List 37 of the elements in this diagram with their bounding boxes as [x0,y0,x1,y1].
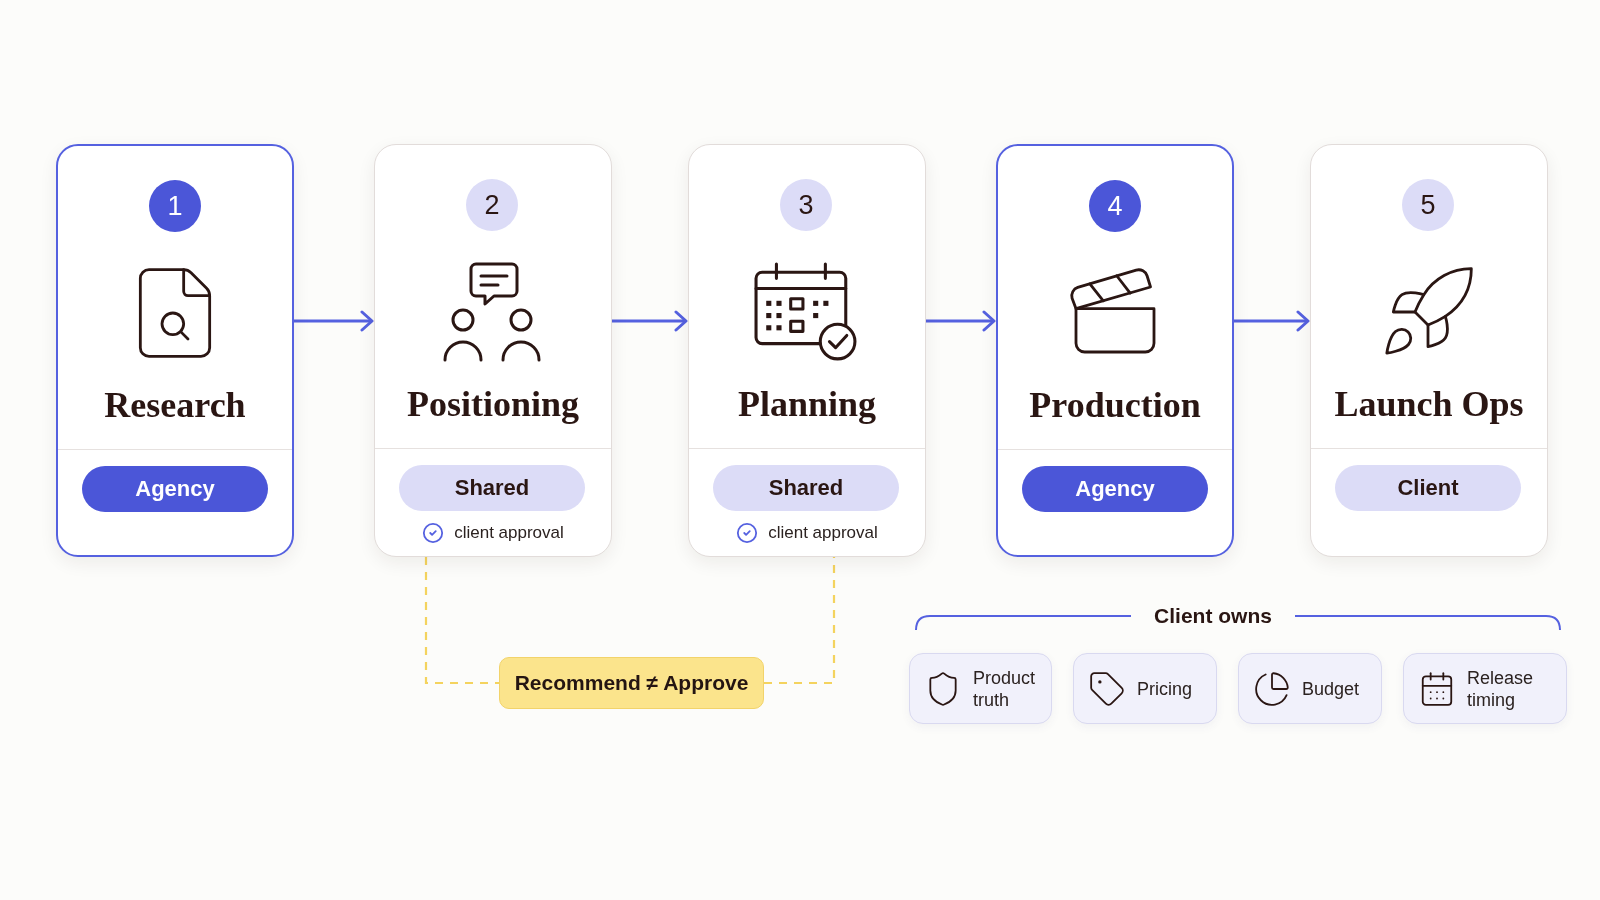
tile-label: Release timing [1467,666,1535,711]
ownership-tile [1073,653,1217,724]
step-card [996,144,1234,557]
step-title: Launch Ops [1334,383,1524,426]
bracket-label: Client owns [1154,603,1272,629]
tile-label: Pricing [1137,677,1193,700]
step-number-badge: 1 [149,180,201,232]
ownership-tile [1403,653,1567,724]
approval-note: client approval [454,522,564,544]
owner-pill: Shared [713,465,899,511]
step-title: Production [1029,384,1201,427]
step-title: Positioning [407,383,579,426]
step-card [374,144,612,557]
step-card [56,144,294,557]
owner-pill: Client [1335,465,1521,511]
step-title: Research [104,384,246,427]
owner-pill: Agency [82,466,268,512]
step-card [1310,144,1548,557]
connector-line [424,557,499,685]
arrow [926,310,996,332]
ownership-tile [909,653,1052,724]
arrow [612,310,688,332]
owner-pill: Agency [1022,466,1208,512]
arrow [294,310,374,332]
step-card [688,144,926,557]
tile-label: Budget [1302,677,1360,700]
step-title: Planning [737,383,877,426]
step-number-badge: 3 [780,179,832,231]
arrow [1234,310,1310,332]
step-number-badge: 2 [466,179,518,231]
step-number-badge: 4 [1089,180,1141,232]
tile-label: Product truth [973,666,1037,711]
callout-box: Recommend ≠ Approve [499,657,764,709]
ownership-tile [1238,653,1382,724]
owner-pill: Shared [399,465,585,511]
approval-note: client approval [768,522,878,544]
step-number-badge: 5 [1402,179,1454,231]
